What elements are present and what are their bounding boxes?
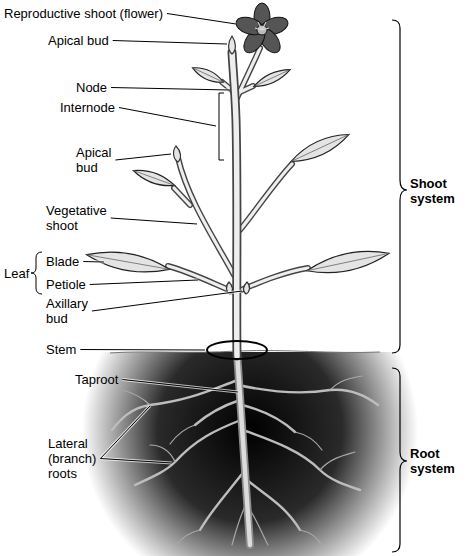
leader-line — [111, 218, 197, 224]
internode-bracket — [219, 93, 224, 160]
part-label: Node — [76, 80, 107, 95]
leader-halo — [83, 260, 104, 264]
part-label: Root system — [410, 446, 468, 476]
leader-halo — [122, 380, 238, 393]
leaf-brace — [31, 252, 42, 294]
part-label: Apical bud — [76, 145, 120, 175]
leader-halo — [119, 108, 216, 127]
root-system-drawing — [112, 352, 378, 546]
part-label: Taproot — [75, 372, 118, 387]
part-label: Apical bud — [48, 33, 109, 48]
leader-line — [83, 261, 104, 263]
part-label: Shoot system — [410, 176, 468, 206]
part-label: Blade — [46, 254, 79, 269]
leader-line — [113, 41, 227, 45]
part-label: Vegetative shoot — [46, 203, 116, 233]
part-label: Petiole — [46, 277, 86, 292]
leader-line — [122, 380, 238, 393]
leader-line — [100, 459, 172, 464]
leader-line — [111, 88, 230, 91]
leader-line — [90, 280, 198, 285]
soil-ground — [0, 352, 474, 556]
leader-halo — [100, 406, 150, 459]
leader-line — [80, 349, 205, 351]
leader-halo — [115, 154, 171, 160]
stem-ring — [207, 341, 267, 359]
leader-line — [100, 406, 150, 459]
leader-halo — [111, 218, 197, 224]
leader-line — [115, 154, 171, 160]
bud-drawing — [174, 36, 250, 294]
leader-halo — [92, 291, 242, 311]
leader-halo — [90, 280, 198, 285]
part-label: Internode — [60, 100, 115, 115]
part-label: Leaf — [4, 266, 29, 281]
leader-halo — [113, 41, 227, 45]
leader-halo — [100, 459, 172, 464]
leader-line — [119, 108, 216, 127]
root-system-bracket — [392, 368, 407, 552]
part-label: Stem — [46, 342, 76, 357]
leader-halo — [80, 348, 205, 352]
part-label: Lateral (branch) roots — [48, 436, 108, 481]
part-label: Reproductive shoot (flower) — [4, 6, 163, 21]
leader-line — [167, 14, 236, 25]
leader-halo — [167, 14, 236, 25]
leaf-drawing — [85, 64, 391, 279]
leader-line — [92, 291, 242, 311]
stem-drawing — [168, 48, 308, 356]
shoot-system-bracket — [392, 20, 407, 353]
leader-halo — [111, 88, 230, 91]
part-label: Axillary bud — [46, 296, 100, 326]
flower-drawing — [234, 3, 290, 57]
